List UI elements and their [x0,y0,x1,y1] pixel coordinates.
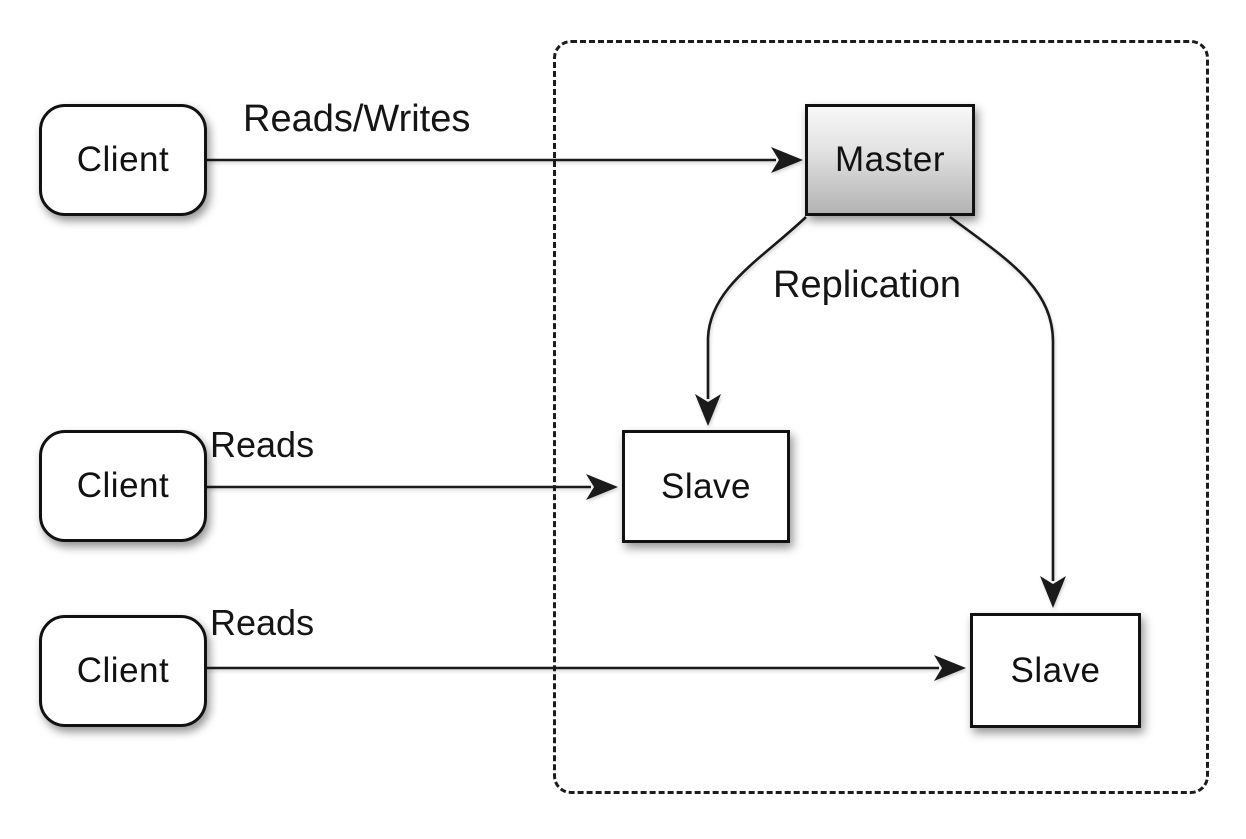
replication-label: Replication [773,264,961,306]
client-node-2: Client [39,430,207,542]
reads-label-middle: Reads [210,424,315,465]
master-node-label: Master [835,140,945,179]
reads-writes-label: Reads/Writes [243,98,471,140]
client-node-1-label: Client [76,140,170,179]
slave-node-1: Slave [622,430,790,543]
client-node-1: Client [39,104,207,216]
client-node-3: Client [39,615,207,727]
reads-label-bottom: Reads [210,602,315,643]
slave-node-2-label: Slave [1010,650,1101,690]
cluster-boundary [553,40,1209,794]
slave-node-1-label: Slave [660,466,752,506]
master-node: Master [805,104,975,216]
slave-node-2: Slave [970,613,1141,728]
client-node-3-label: Client [76,651,170,690]
client-node-2-label: Client [76,466,170,505]
